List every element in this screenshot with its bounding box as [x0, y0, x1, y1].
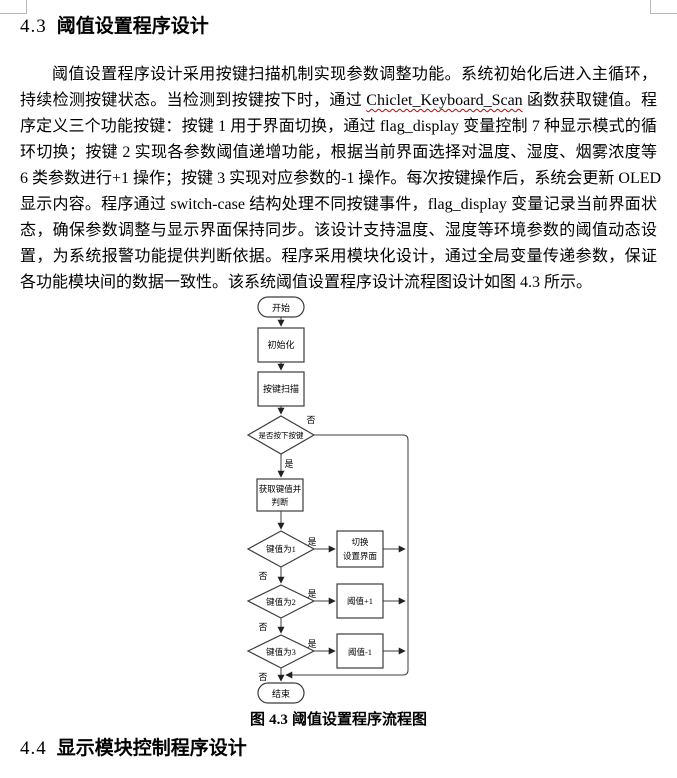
flowchart-figure: 开始 初始化 按键扫描 是否按下按键 否 是 获取键值并 判断 键值为1 是 否…: [246, 296, 409, 704]
paragraph-line: 6 类参数进行+1 操作；按键 3 实现对应参数的-1 操作。每次按键操作后，系…: [20, 166, 661, 192]
number-token: -1: [341, 170, 355, 187]
number-token: 7: [531, 118, 540, 135]
misspelled-code-token: Chiclet_Keyboard_Scan: [366, 92, 523, 109]
no-label: 否: [258, 571, 267, 581]
flowchart-key2-decision: [246, 584, 316, 619]
key3-decision-label: 键值为3: [266, 647, 296, 657]
paragraph-line: 环切换；按键 2 实现各参数阈值递增功能，根据当前界面选择对温度、湿度、烟雾浓度…: [20, 140, 657, 166]
figure-caption: 图 4.3 阈值设置程序流程图: [0, 708, 677, 729]
number-token: 4.3: [520, 274, 541, 291]
flowchart-keyscan-process: [257, 371, 305, 407]
key2-decision-label: 键值为2: [266, 597, 296, 607]
flowchart-getkey-process: [256, 478, 304, 512]
text-segment: 类参数进行: [28, 170, 113, 187]
text-segment: 函数获取键值。程: [522, 92, 657, 109]
init-label: 初始化: [267, 339, 294, 350]
paragraph-line: 持续检测按键状态。当检测到按键按下时，通过 Chiclet_Keyboard_S…: [20, 88, 657, 114]
margin-crop-mark: [651, 13, 677, 14]
text-segment: 各功能模块间的数据一致性。该系统阈值设置程序设计流程图设计如图: [20, 274, 521, 291]
flowchart-switchui-process: [336, 530, 384, 568]
section-heading-4-3: 4.3 阈值设置程序设计: [20, 14, 209, 40]
paragraph-line: 阈值设置程序设计采用按键扫描机制实现参数调整功能。系统初始化后进入主循环，: [20, 62, 657, 88]
yes-label: 是: [284, 459, 293, 469]
section-number: 4.4: [20, 738, 47, 759]
text-segment: 置，为系统报警功能提供判断依据。程序采用模块化设计，通过全局变量传递参数，保证: [20, 248, 657, 265]
start-label: 开始: [272, 302, 290, 313]
number-token: 6: [20, 170, 28, 187]
code-token: switch-case: [170, 196, 245, 213]
increment-label: 阈值+1: [347, 596, 373, 606]
text-segment: 操作。每次按键操作后，系统会更新: [354, 170, 619, 187]
getkey-label-line2: 判断: [271, 497, 289, 507]
flowchart-keypress-decision: [246, 415, 316, 455]
paragraph-line: 各功能模块间的数据一致性。该系统阈值设置程序设计流程图设计如图 4.3 所示。: [20, 270, 657, 296]
section-title: 显示模块控制程序设计: [56, 738, 247, 759]
yes-label: 是: [307, 537, 316, 547]
text-segment: 持续检测按键状态。当检测到按键按下时，通过: [20, 92, 367, 109]
text-segment: 实现各参数阈值递增功能，根据当前界面选择对温度、湿度、烟雾浓度等: [130, 144, 657, 161]
text-segment: 阈值设置程序设计采用按键扫描机制实现参数调整功能。系统初始化后进入主循环，: [52, 66, 657, 83]
flowchart-key1-decision: [246, 530, 316, 568]
no-label: 否: [258, 672, 267, 682]
margin-crop-mark: [650, 0, 651, 14]
text-segment: 实现对应参数的: [225, 170, 342, 187]
caption-figure-number: 4.3: [269, 712, 288, 728]
flowchart-increment-process: [336, 583, 384, 619]
text-segment: 环切换；按键: [20, 144, 123, 161]
key1-decision-label: 键值为1: [266, 544, 296, 554]
section-heading-4-4: 4.4 显示模块控制程序设计: [20, 736, 247, 762]
decrement-label: 阈值-1: [348, 647, 372, 657]
text-segment: 显示内容。程序通过: [20, 196, 171, 213]
section-number: 4.3: [20, 16, 47, 37]
flowchart-key3-decision: [246, 634, 316, 669]
flowchart-decrement-process: [336, 633, 384, 669]
switchui-label-line2: 设置界面: [343, 551, 378, 561]
text-segment: 变量记录当前界面状: [506, 196, 657, 213]
body-paragraph: 阈值设置程序设计采用按键扫描机制实现参数调整功能。系统初始化后进入主循环， 持续…: [20, 62, 661, 296]
text-segment: 序定义三个功能按键：按键: [20, 118, 219, 135]
paragraph-line: 显示内容。程序通过 switch-case 结构处理不同按键事件，flag_di…: [20, 192, 657, 218]
paragraph-line: 态，确保参数调整与显示界面保持同步。该设计支持温度、湿度等环境参数的阈值动态设: [20, 218, 657, 244]
no-label: 否: [306, 415, 315, 425]
number-token: 1: [218, 118, 227, 135]
text-segment: 所示。: [540, 274, 593, 291]
section-title: 阈值设置程序设计: [56, 16, 209, 37]
code-token: flag_display: [427, 196, 507, 213]
flowchart-start-terminal: [257, 296, 305, 318]
flowchart-end-terminal: [257, 682, 305, 704]
flowchart-init-process: [257, 327, 305, 363]
caption-title: 阈值设置程序流程图: [287, 711, 428, 728]
number-token: 3: [217, 170, 226, 187]
yes-label: 是: [307, 589, 316, 599]
text-segment: 种显示模式的循: [539, 118, 657, 135]
code-token: OLED: [618, 170, 662, 187]
margin-crop-mark: [26, 0, 27, 14]
end-label: 结束: [272, 688, 290, 699]
code-token: flag_display: [379, 118, 459, 135]
text-segment: 用于界面切换，通过: [226, 118, 380, 135]
margin-crop-mark: [0, 13, 26, 14]
number-token: +1: [112, 170, 130, 187]
keypress-decision-label: 是否按下按键: [259, 430, 304, 440]
getkey-label-line1: 获取键值并: [259, 484, 302, 494]
keyscan-label: 按键扫描: [263, 383, 299, 394]
yes-label: 是: [307, 639, 316, 649]
switchui-label-line1: 切换: [351, 537, 369, 547]
paragraph-line: 序定义三个功能按键：按键 1 用于界面切换，通过 flag_display 变量…: [20, 114, 657, 140]
text-segment: 操作；按键: [129, 170, 218, 187]
text-segment: 结构处理不同按键事件，: [244, 196, 428, 213]
caption-figure-word: 图: [249, 711, 270, 728]
connector-no-loop: [285, 434, 409, 679]
text-segment: 变量控制: [458, 118, 532, 135]
number-token: 2: [122, 144, 131, 161]
text-segment: 态，确保参数调整与显示界面保持同步。该设计支持温度、湿度等环境参数的阈值动态设: [20, 222, 657, 239]
no-label: 否: [258, 622, 267, 632]
paragraph-line: 置，为系统报警功能提供判断依据。程序采用模块化设计，通过全局变量传递参数，保证: [20, 244, 657, 270]
